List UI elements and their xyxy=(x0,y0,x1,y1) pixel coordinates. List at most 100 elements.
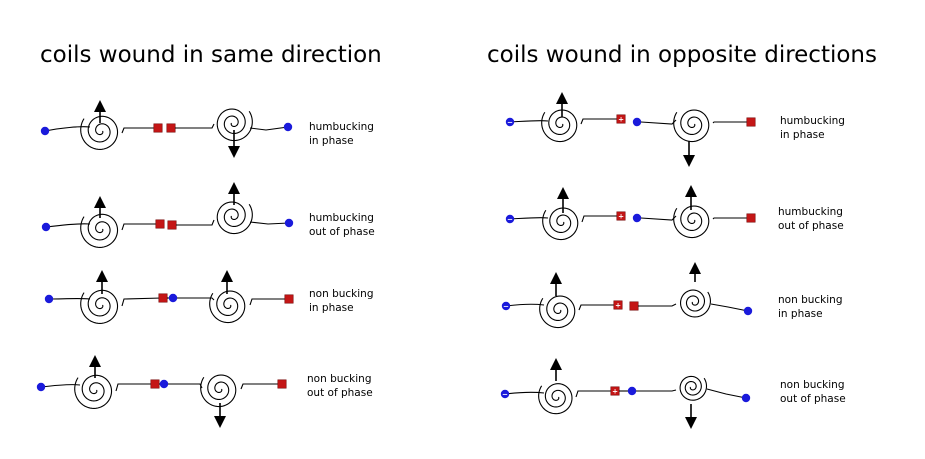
terminal-red xyxy=(167,220,177,230)
terminal-red-plus: + xyxy=(616,114,626,124)
wire xyxy=(40,384,81,388)
coil-left xyxy=(74,374,113,409)
terminal-red xyxy=(155,219,165,229)
arrow-head xyxy=(214,416,226,428)
left-row-3-label: non bucking in phase xyxy=(309,288,373,314)
wire xyxy=(712,121,750,124)
terminal-blue xyxy=(159,379,169,389)
terminal-dot xyxy=(505,214,515,224)
arrow-head xyxy=(683,155,695,167)
coil-right xyxy=(679,375,708,401)
wire xyxy=(121,297,163,307)
arrow-head xyxy=(228,182,240,194)
svg-text:in phase: in phase xyxy=(778,308,823,320)
arrow-up xyxy=(689,262,701,282)
terminal-sign: − xyxy=(507,119,513,127)
terminal-sign: + xyxy=(618,116,624,124)
terminal-blue xyxy=(40,126,50,136)
terminal-square xyxy=(277,379,287,389)
svg-text:humbucking: humbucking xyxy=(778,206,843,218)
terminal-blue xyxy=(741,393,751,403)
coil-right xyxy=(679,289,711,318)
wire xyxy=(121,223,159,231)
wire xyxy=(509,217,549,220)
arrow-down xyxy=(214,403,226,428)
wire xyxy=(710,303,749,312)
arrow-up xyxy=(94,100,106,123)
terminal-blue xyxy=(283,122,293,132)
wire xyxy=(45,223,91,228)
coil-spiral xyxy=(200,374,237,408)
wire xyxy=(575,390,614,398)
coil-right xyxy=(673,205,710,239)
right-row-3-label: non bucking in phase xyxy=(778,294,842,320)
terminal-dot xyxy=(501,301,511,311)
terminal-red xyxy=(153,123,163,133)
coil-spiral xyxy=(679,289,711,318)
terminal-dot xyxy=(632,213,642,223)
terminal-square xyxy=(613,300,623,310)
arrow-up xyxy=(96,270,108,294)
svg-text:non bucking: non bucking xyxy=(307,373,371,385)
arrow-head xyxy=(556,92,568,104)
terminal-dot xyxy=(743,306,753,316)
svg-text:in phase: in phase xyxy=(309,302,354,314)
terminal-red xyxy=(158,293,168,303)
terminal-red-plus: + xyxy=(613,300,623,310)
coil-spiral xyxy=(539,295,576,329)
wire xyxy=(581,215,620,223)
terminal-dot xyxy=(40,126,50,136)
coil-right xyxy=(216,108,253,142)
coil-spiral xyxy=(80,289,119,324)
wire xyxy=(640,119,677,125)
arrow-up xyxy=(221,270,233,294)
arrow-head xyxy=(557,187,569,199)
terminal-red-plus: + xyxy=(610,386,620,396)
svg-text:humbucking: humbucking xyxy=(780,115,845,127)
left-row-1-label: humbucking in phase xyxy=(309,121,374,147)
right-row-4-label: non bucking out of phase xyxy=(780,379,846,405)
arrow-up xyxy=(550,272,562,296)
terminal-sign: + xyxy=(618,213,624,221)
terminal-sign: − xyxy=(507,216,513,224)
terminal-dot xyxy=(168,293,178,303)
terminal-square xyxy=(284,294,294,304)
wire xyxy=(578,304,617,311)
terminal-red xyxy=(277,379,287,389)
terminal-red xyxy=(284,294,294,304)
wire xyxy=(115,383,154,392)
wire xyxy=(44,126,91,132)
terminal-sign: − xyxy=(502,391,508,399)
svg-text:humbucking: humbucking xyxy=(309,121,374,133)
arrow-head xyxy=(550,272,562,284)
coil-right xyxy=(200,374,237,408)
arrow-up xyxy=(228,182,240,205)
wire xyxy=(176,219,215,226)
arrow-head xyxy=(221,270,233,282)
terminal-dot xyxy=(44,294,54,304)
terminal-red xyxy=(150,379,160,389)
terminal-red xyxy=(746,213,756,223)
right-row-2-label: humbucking out of phase xyxy=(778,206,844,232)
coil-left xyxy=(541,109,578,143)
terminal-blue xyxy=(627,386,637,396)
arrow-up xyxy=(94,196,106,218)
terminal-square xyxy=(158,293,168,303)
arrow-head xyxy=(685,185,697,197)
terminal-dot xyxy=(284,218,294,228)
terminal-blue xyxy=(632,117,642,127)
left-row-2-label: humbucking out of phase xyxy=(309,212,375,238)
terminal-square xyxy=(155,219,165,229)
wire xyxy=(504,391,545,395)
terminal-blue-minus: − xyxy=(505,117,515,127)
terminal-square xyxy=(616,114,626,124)
terminal-dot xyxy=(627,386,637,396)
coil-spiral xyxy=(74,374,113,409)
terminal-sign: − xyxy=(503,303,509,311)
terminal-red xyxy=(746,117,756,127)
coil-right xyxy=(673,109,710,143)
terminal-dot xyxy=(500,389,510,399)
terminal-red xyxy=(629,301,639,311)
svg-text:out of phase: out of phase xyxy=(778,220,844,232)
